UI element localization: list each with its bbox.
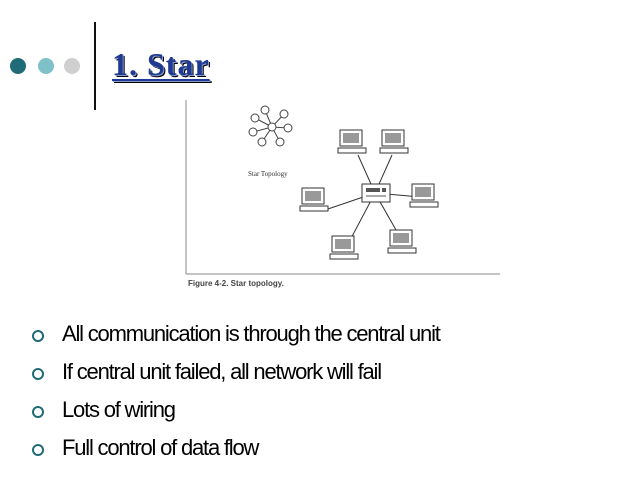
- computer-icon: [337, 129, 367, 154]
- dot-light: [64, 58, 80, 74]
- title-divider: [94, 22, 96, 110]
- star-topology-label: Star Topology: [248, 170, 288, 178]
- list-item: Full control of data flow: [28, 432, 628, 470]
- computer-icon: [379, 129, 409, 154]
- computer-icon: [409, 183, 439, 208]
- bullet-text: All communication is through the central…: [62, 321, 441, 346]
- bullet-list: All communication is through the central…: [28, 318, 628, 470]
- computer-icon: [299, 187, 329, 212]
- figure-caption: Figure 4-2. Star topology.: [188, 279, 284, 288]
- computer-icon: [387, 229, 417, 254]
- bullet-text: Lots of wiring: [62, 397, 176, 422]
- small-star-icon: [248, 105, 293, 147]
- star-topology-figure: Star Topology Figure 4-2. Star topolo: [185, 100, 500, 288]
- list-item: If central unit failed, all network will…: [28, 356, 628, 394]
- computer-icon: [329, 235, 359, 260]
- bullet-ring-icon: [32, 368, 44, 380]
- list-item: All communication is through the central…: [28, 318, 628, 356]
- decorative-dots: [8, 58, 88, 78]
- slide-title: 1. Star: [112, 46, 210, 82]
- bullet-text: If central unit failed, all network will…: [62, 359, 382, 384]
- bullet-ring-icon: [32, 330, 44, 342]
- bullet-text: Full control of data flow: [62, 435, 259, 460]
- dot-dark: [10, 58, 26, 74]
- dot-mid: [38, 58, 54, 74]
- bullet-ring-icon: [32, 406, 44, 418]
- bullet-ring-icon: [32, 444, 44, 456]
- list-item: Lots of wiring: [28, 394, 628, 432]
